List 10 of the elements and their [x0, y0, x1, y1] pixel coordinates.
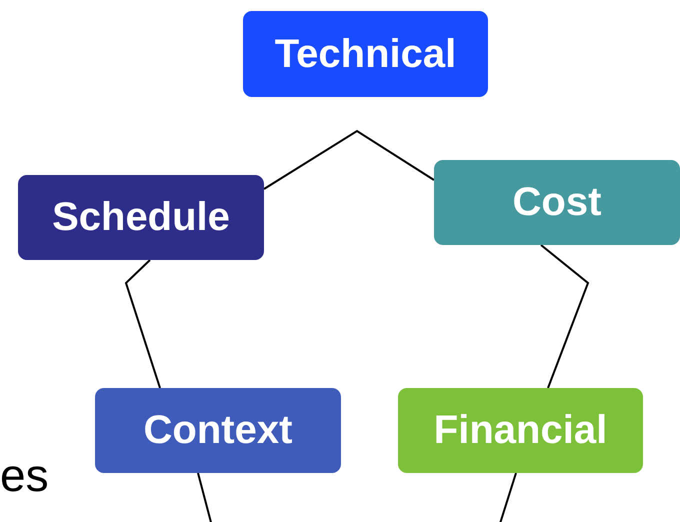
connector-line — [540, 244, 590, 388]
category-box: Technical — [243, 11, 488, 97]
category-box: Schedule — [18, 175, 264, 260]
connector-line — [197, 472, 517, 522]
category-box: Financial — [398, 388, 643, 473]
category-box: Cost — [434, 160, 680, 245]
connector-line — [124, 259, 161, 388]
category-box: Context — [95, 388, 341, 473]
connector-line — [263, 130, 435, 190]
text-fragment: es — [0, 448, 49, 502]
